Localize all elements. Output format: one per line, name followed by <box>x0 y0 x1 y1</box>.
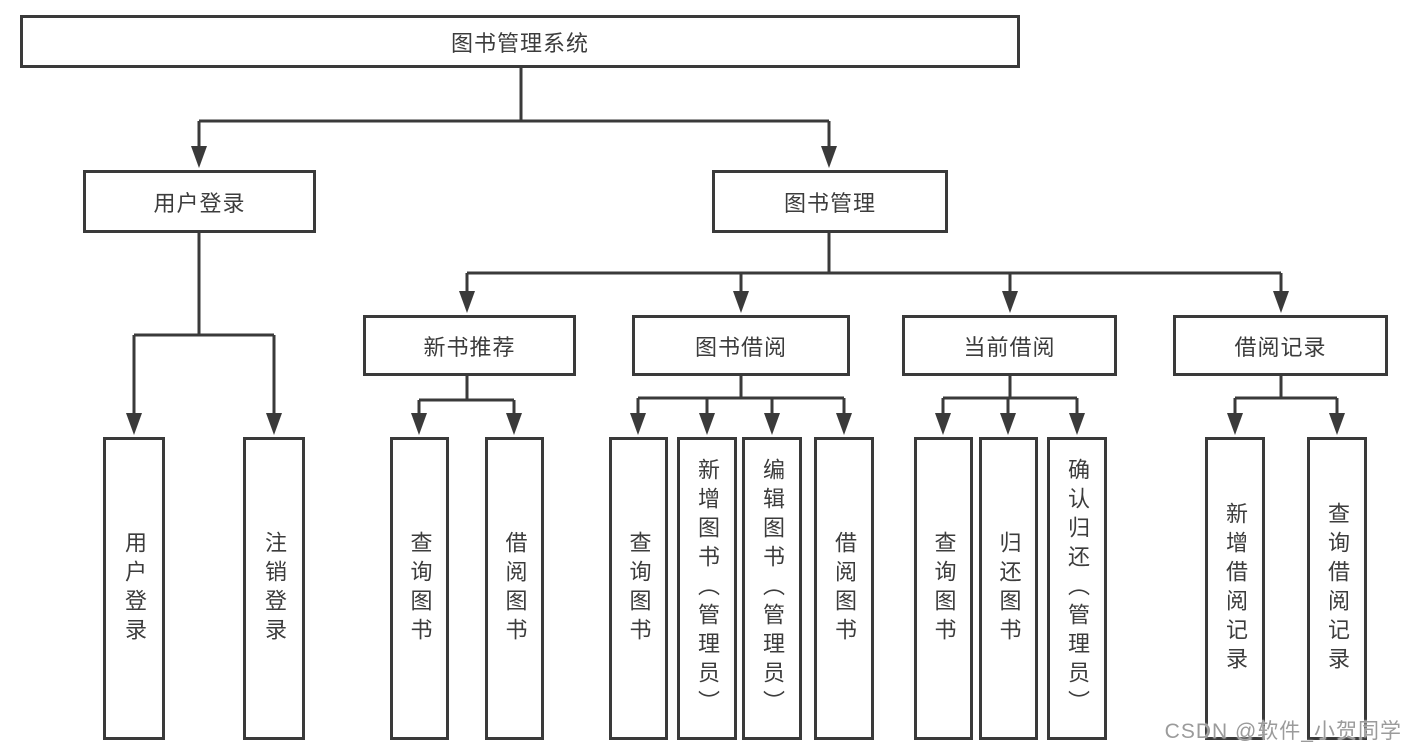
node-current-borrow: 当前借阅 <box>902 315 1117 376</box>
node-user-login: 用户登录 <box>83 170 316 233</box>
leaf-return-books: 归还图书 <box>979 437 1038 740</box>
leaf-label: 借阅图书 <box>832 530 857 647</box>
leaf-add-books-admin: 新增图书（管理员） <box>677 437 737 740</box>
arrowhead-icon <box>1273 291 1289 313</box>
leaf-confirm-return-admin: 确认归还（管理员） <box>1047 437 1107 740</box>
connector-root <box>197 68 831 150</box>
arrowhead-icon <box>191 146 207 168</box>
leaf-query-borrow-record: 查询借阅记录 <box>1307 437 1367 740</box>
node-book-borrow: 图书借阅 <box>632 315 850 376</box>
arrowhead-icon <box>1329 413 1345 435</box>
leaf-logout: 注销登录 <box>243 437 305 740</box>
node-new-book-recommend: 新书推荐 <box>363 315 576 376</box>
arrowhead-icon <box>459 291 475 313</box>
leaf-label: 用户登录 <box>122 530 147 647</box>
leaf-label: 编辑图书（管理员） <box>760 458 785 719</box>
arrowhead-icon <box>699 413 715 435</box>
arrowhead-icon <box>411 413 427 435</box>
connector-new-book-recommend <box>417 375 516 417</box>
leaf-query-books-current: 查询图书 <box>914 437 973 740</box>
leaf-label: 归还图书 <box>996 530 1022 647</box>
arrowhead-icon <box>764 413 780 435</box>
arrowhead-icon <box>1000 413 1016 435</box>
leaf-label: 查询图书 <box>626 530 652 647</box>
leaf-borrow-books: 借阅图书 <box>814 437 874 740</box>
arrowhead-icon <box>630 413 646 435</box>
arrowhead-icon <box>836 413 852 435</box>
leaf-label: 查询借阅记录 <box>1325 501 1350 676</box>
arrowhead-icon <box>1069 413 1085 435</box>
arrowhead-icon <box>733 291 749 313</box>
leaf-query-books-borrow: 查询图书 <box>609 437 668 740</box>
connector-borrow-records <box>1233 375 1339 417</box>
connector-book-borrow <box>636 375 846 417</box>
leaf-label: 新增借阅记录 <box>1223 501 1248 676</box>
arrowhead-icon <box>126 413 142 435</box>
leaf-label: 确认归还（管理员） <box>1065 458 1090 719</box>
arrowhead-icon <box>506 413 522 435</box>
leaf-label: 注销登录 <box>262 530 287 647</box>
arrowhead-icon <box>935 413 951 435</box>
watermark: CSDN @软件_小贺同学 <box>1164 720 1402 743</box>
leaf-edit-books-admin: 编辑图书（管理员） <box>742 437 802 740</box>
leaf-query-books-recommend: 查询图书 <box>390 437 449 740</box>
arrowhead-icon <box>1227 413 1243 435</box>
leaf-label: 查询图书 <box>407 530 433 647</box>
leaf-label: 借阅图书 <box>502 530 528 647</box>
node-borrow-records: 借阅记录 <box>1173 315 1388 376</box>
leaf-label: 新增图书（管理员） <box>695 458 720 719</box>
arrowhead-icon <box>1002 291 1018 313</box>
leaf-borrow-books-recommend: 借阅图书 <box>485 437 544 740</box>
connector-book-management <box>465 232 1283 296</box>
leaf-user-login: 用户登录 <box>103 437 165 740</box>
node-book-management: 图书管理 <box>712 170 948 233</box>
connector-user-login <box>132 232 276 416</box>
leaf-add-borrow-record: 新增借阅记录 <box>1205 437 1265 740</box>
node-root-library-system: 图书管理系统 <box>20 15 1020 68</box>
arrowhead-icon <box>821 146 837 168</box>
leaf-label: 查询图书 <box>931 530 957 647</box>
arrowhead-icon <box>266 413 282 435</box>
connector-current-borrow <box>941 375 1079 417</box>
